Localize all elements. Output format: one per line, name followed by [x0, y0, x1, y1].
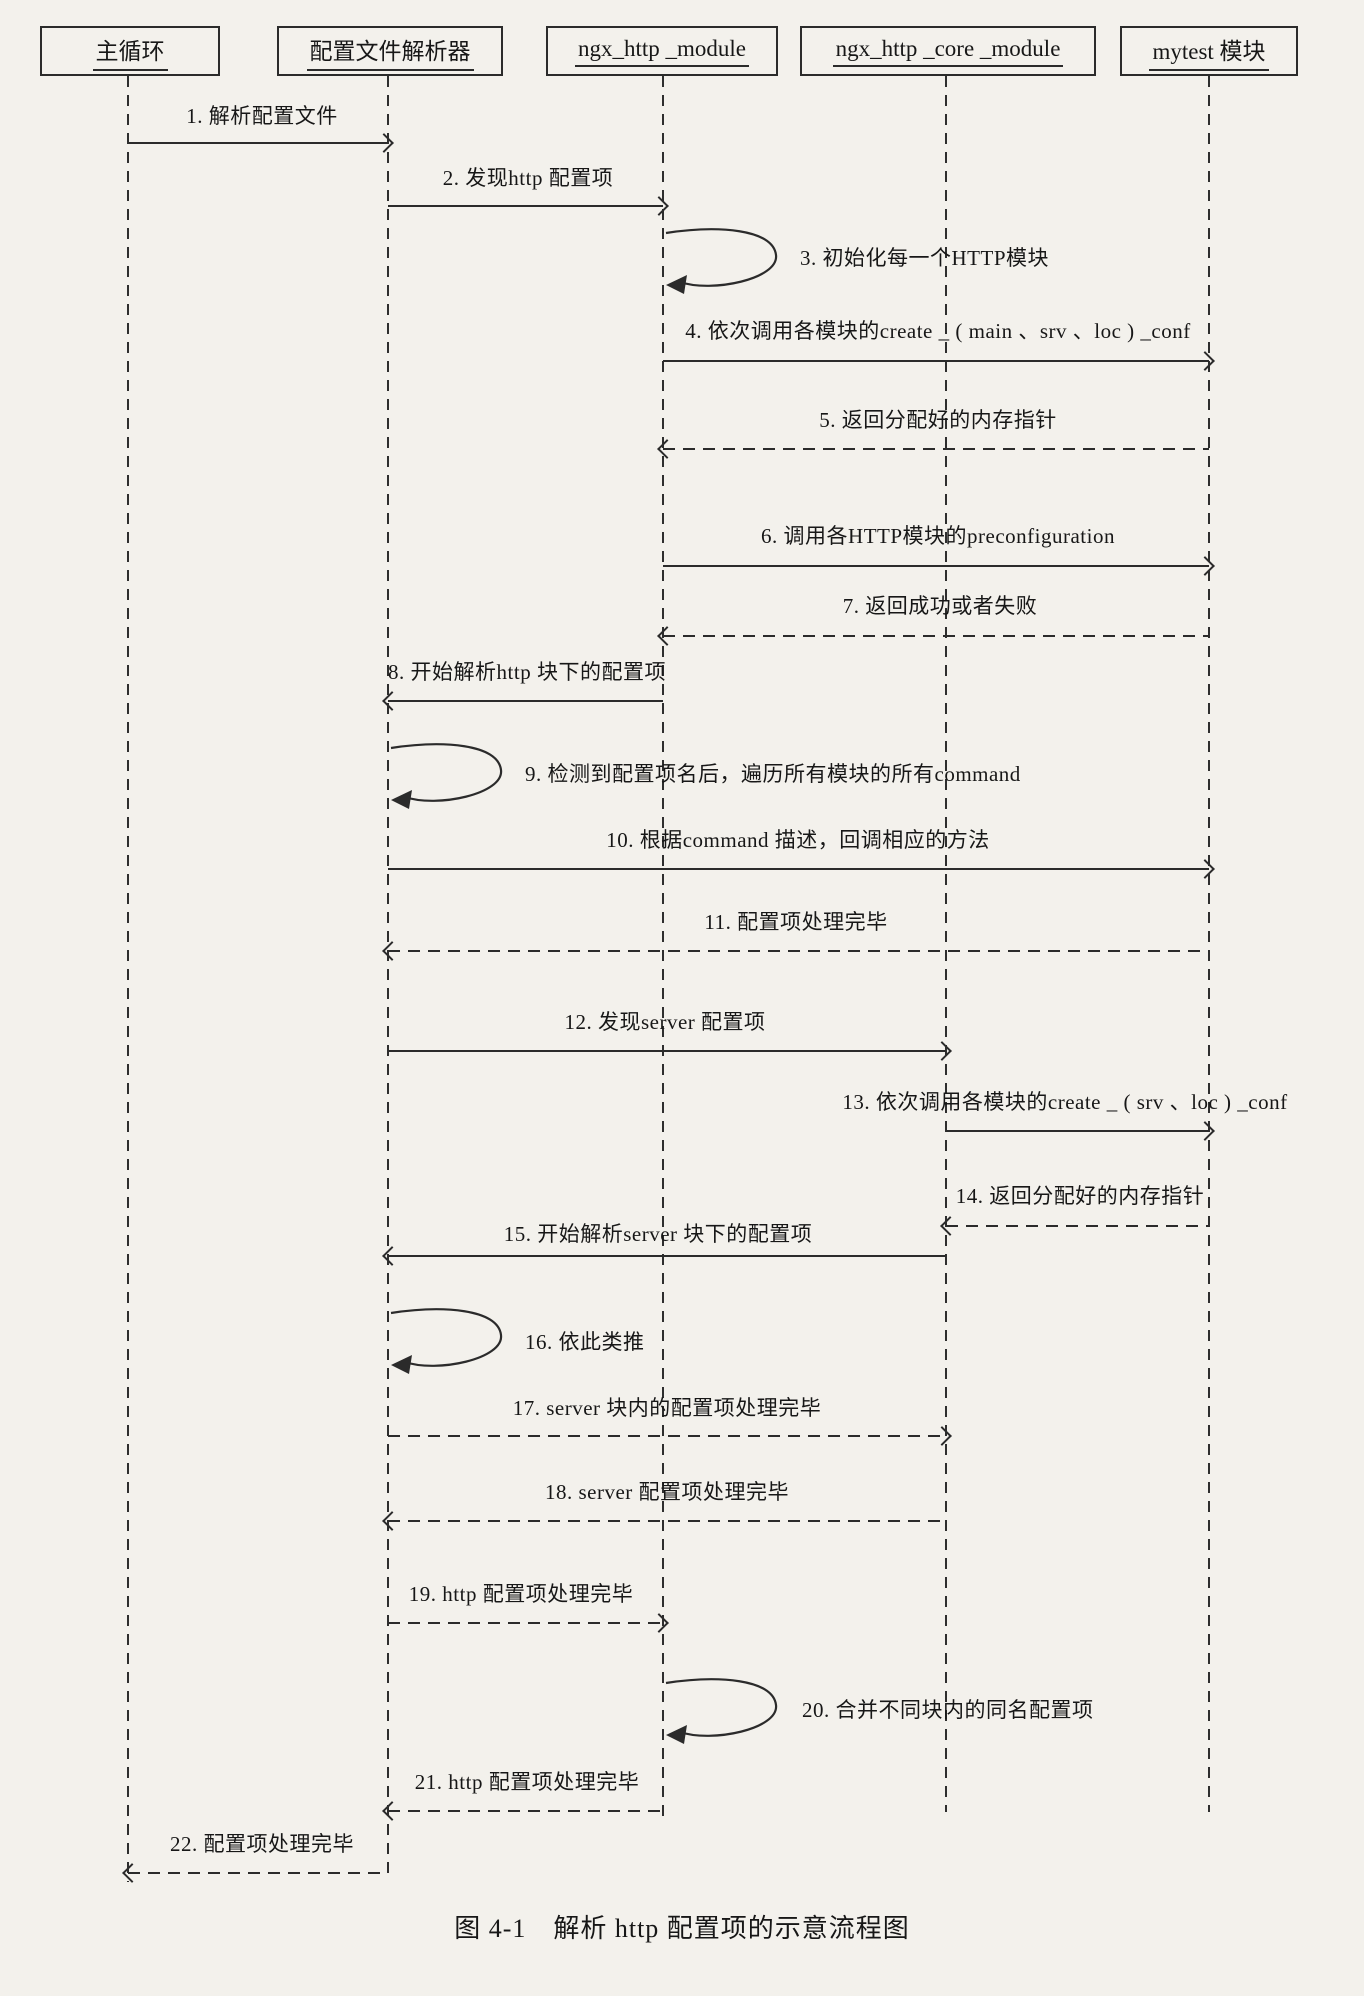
message-8-label: 8. 开始解析http 块下的配置项: [388, 660, 666, 684]
actor-label-ngx-http-module: ngx_http _module: [574, 36, 750, 67]
message-15-line: [382, 1246, 946, 1266]
message-21-arrowhead: [382, 1801, 402, 1821]
message-19-line: [388, 1613, 669, 1633]
message-1-label: 1. 解析配置文件: [186, 104, 338, 128]
message-18-arrowhead: [382, 1511, 402, 1531]
message-16-self-loop: [390, 1308, 503, 1374]
lifeline-ngx-http-core-module: [945, 76, 947, 1812]
message-20-self-loop: [665, 1678, 778, 1744]
actor-label-main-loop: 主循环: [92, 32, 168, 71]
message-16-label: 16. 依此类推: [525, 1330, 645, 1354]
message-2-arrowhead: [649, 196, 669, 216]
message-14-label: 14. 返回分配好的内存指针: [955, 1184, 1205, 1208]
actor-box-main-loop: 主循环: [40, 26, 220, 76]
lifeline-ngx-http-module: [662, 76, 664, 1822]
message-21-line: [382, 1801, 663, 1821]
message-7-label: 7. 返回成功或者失败: [842, 594, 1038, 618]
message-7-arrowhead: [657, 626, 677, 646]
actor-label-config-parser: 配置文件解析器: [306, 32, 474, 71]
message-22-arrowhead: [122, 1863, 142, 1883]
message-7-line: [657, 626, 1209, 646]
message-20-label: 20. 合并不同块内的同名配置项: [802, 1698, 1094, 1722]
message-17-arrowhead: [932, 1426, 952, 1446]
message-8-arrowhead: [382, 691, 402, 711]
message-21-label: 21. http 配置项处理完毕: [414, 1770, 640, 1794]
message-12-line: [388, 1041, 952, 1061]
message-5-line: [657, 439, 1209, 459]
message-12-arrowhead: [932, 1041, 952, 1061]
message-10-label: 10. 根据command 描述，回调相应的方法: [606, 828, 990, 852]
message-22-line: [122, 1863, 388, 1883]
message-3-label: 3. 初始化每一个HTTP模块: [800, 246, 1049, 270]
message-6-line: [663, 556, 1215, 576]
actor-box-ngx-http-module: ngx_http _module: [546, 26, 778, 76]
message-10-arrowhead: [1195, 859, 1215, 879]
figure-caption: 图 4-1 解析 http 配置项的示意流程图: [454, 1914, 910, 1943]
message-18-line: [382, 1511, 946, 1531]
message-12-label: 12. 发现server 配置项: [564, 1010, 766, 1034]
actor-box-mytest-module: mytest 模块: [1120, 26, 1298, 76]
message-9-label: 9. 检测到配置项名后，遍历所有模块的所有command: [525, 762, 1021, 786]
message-19-label: 19. http 配置项处理完毕: [408, 1582, 634, 1606]
message-15-arrowhead: [382, 1246, 402, 1266]
message-10-line: [388, 859, 1215, 879]
message-6-label: 6. 调用各HTTP模块的preconfiguration: [761, 524, 1115, 548]
message-3-self-loop: [665, 228, 778, 294]
message-22-label: 22. 配置项处理完毕: [170, 1832, 354, 1856]
message-9-self-loop: [390, 743, 503, 809]
message-13-line: [946, 1121, 1215, 1141]
message-2-line: [388, 196, 669, 216]
message-13-arrowhead: [1195, 1121, 1215, 1141]
actor-label-mytest-module: mytest 模块: [1149, 32, 1269, 71]
message-13-label: 13. 依次调用各模块的create _ ( srv 、loc ) _conf: [842, 1090, 1288, 1114]
lifeline-main-loop: [127, 76, 129, 1882]
message-14-line: [940, 1216, 1209, 1236]
message-15-label: 15. 开始解析server 块下的配置项: [503, 1222, 813, 1246]
actor-box-ngx-http-core-module: ngx_http _core _module: [800, 26, 1096, 76]
message-1-arrowhead: [374, 133, 394, 153]
message-14-arrowhead: [940, 1216, 960, 1236]
message-5-arrowhead: [657, 439, 677, 459]
message-6-arrowhead: [1195, 556, 1215, 576]
message-19-arrowhead: [649, 1613, 669, 1633]
message-18-label: 18. server 配置项处理完毕: [544, 1480, 790, 1504]
message-1-line: [128, 133, 394, 153]
message-11-label: 11. 配置项处理完毕: [704, 910, 888, 934]
message-11-arrowhead: [382, 941, 402, 961]
message-17-label: 17. server 块内的配置项处理完毕: [512, 1396, 822, 1420]
actor-box-config-parser: 配置文件解析器: [277, 26, 503, 76]
message-5-label: 5. 返回分配好的内存指针: [819, 408, 1057, 432]
message-2-label: 2. 发现http 配置项: [442, 166, 614, 190]
lifeline-config-parser: [387, 76, 389, 1876]
message-11-line: [382, 941, 1209, 961]
message-4-label: 4. 依次调用各模块的create _ ( main 、srv 、loc ) _…: [685, 319, 1191, 343]
message-4-arrowhead: [1195, 351, 1215, 371]
message-17-line: [388, 1426, 952, 1446]
message-4-line: [663, 351, 1215, 371]
actor-label-ngx-http-core-module: ngx_http _core _module: [832, 36, 1064, 67]
message-8-line: [382, 691, 663, 711]
lifeline-mytest-module: [1208, 76, 1210, 1812]
